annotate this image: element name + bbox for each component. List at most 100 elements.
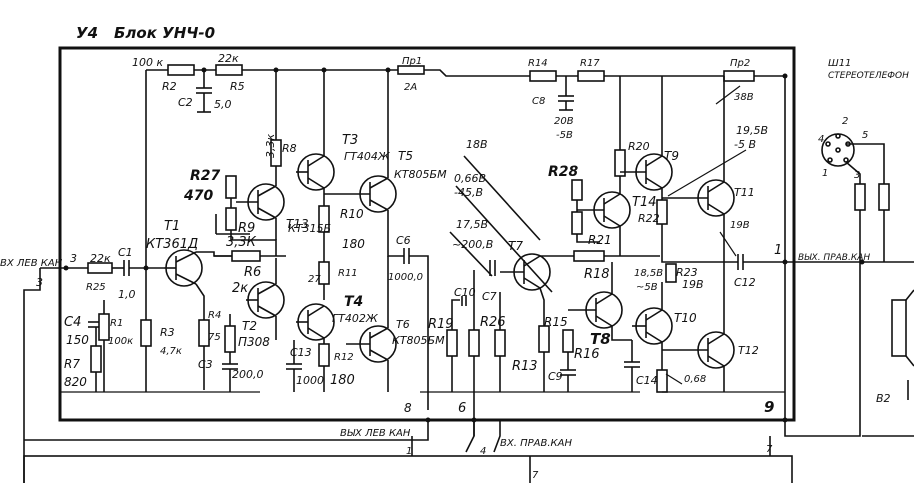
r7-ref: R7 xyxy=(64,357,80,371)
c4-label: C4 xyxy=(64,315,81,330)
external-wiring xyxy=(23,262,861,483)
v-45: -45,В xyxy=(454,186,483,199)
r2-value: 100 к xyxy=(132,56,163,69)
t3-ref: T3 xyxy=(342,133,358,148)
r15-ref: R15 xyxy=(544,315,568,329)
connector-pin-3: 3 xyxy=(854,170,860,181)
c13-ref: C13 xyxy=(290,346,312,359)
r2-ref: R2 xyxy=(162,80,177,93)
capacitor-C2 xyxy=(196,70,212,113)
t10-ref: T10 xyxy=(674,311,697,325)
r8-value: 3,3к xyxy=(264,134,277,158)
t1-emitter-network xyxy=(60,268,260,393)
connector-name: Ш11 xyxy=(828,58,851,69)
r24-value: 0,68 xyxy=(684,374,706,385)
c14-ref: C14 xyxy=(636,374,658,387)
r23-ref: R23 xyxy=(676,266,698,279)
transistor-T3 xyxy=(296,70,335,300)
t5-ref: T5 xyxy=(398,149,413,163)
transistor-T2 xyxy=(246,258,285,340)
resistor-R18 xyxy=(540,250,660,262)
c1-ref: C1 xyxy=(118,246,133,259)
t6-type: КТ805БМ xyxy=(392,334,445,347)
r11-ref: R11 xyxy=(338,268,358,279)
input-network xyxy=(88,300,110,392)
r21-ref: R21 xyxy=(588,233,612,247)
v-175: 17,5В xyxy=(456,218,488,231)
speaker-b2-label: В2 xyxy=(876,392,891,405)
supply-rail xyxy=(145,64,788,420)
fuse2-ref: Пр2 xyxy=(730,58,750,69)
pin-6: 6 xyxy=(458,401,466,416)
transistor-T4 xyxy=(296,303,335,392)
ext-pin-1: 1 xyxy=(406,446,412,457)
unit-label: У4 xyxy=(76,24,98,42)
v-185: 18,5В xyxy=(634,268,663,279)
t2-type: П308 xyxy=(238,335,270,349)
in-right-label: ВХ. ПРАВ.КАН xyxy=(500,438,572,449)
fuse-pr1-body xyxy=(397,65,425,75)
r20-ref: R20 xyxy=(628,140,650,153)
v-18: 18В xyxy=(466,138,488,151)
r25-value: 22к xyxy=(90,252,111,265)
v-5: -5 В xyxy=(734,138,756,151)
r10-ref: R10 xyxy=(340,207,364,221)
t13-type-label: КТ315Б xyxy=(288,222,331,235)
t9-ref: T9 xyxy=(664,149,679,163)
t3-type: ГТ404Ж xyxy=(344,150,391,163)
v-19: 19В xyxy=(730,220,750,231)
transistor-T7 xyxy=(500,253,551,392)
v-200: ~200,В xyxy=(452,238,493,251)
resistor-R14-body xyxy=(529,70,557,82)
v-19b: 19В xyxy=(682,278,704,291)
r8-ref: R8 xyxy=(282,142,297,155)
capacitor-C13 xyxy=(286,340,302,392)
resistor-R5-body xyxy=(215,64,243,76)
c9-ref: C9 xyxy=(548,370,563,383)
t11-ref: T11 xyxy=(734,186,755,199)
t14-stage xyxy=(571,76,631,256)
r4-ref: R4 xyxy=(208,310,221,321)
c1-value: 1,0 xyxy=(118,288,136,301)
c2-value: 5,0 xyxy=(214,98,232,111)
capacitor-C8 xyxy=(558,76,574,111)
r13-ref: R13 xyxy=(512,359,538,374)
r1-value: 100к xyxy=(108,336,133,347)
r7-value: 820 xyxy=(64,375,87,389)
r16-ref: R16 xyxy=(574,347,600,362)
t5-type: КТ805БМ xyxy=(394,168,447,181)
r11-value: 27 xyxy=(308,274,321,285)
connector-pin-1: 1 xyxy=(822,168,828,179)
r4-value: 75 xyxy=(208,332,221,343)
t8-emitter-network xyxy=(420,329,640,393)
fuse-pr2-body xyxy=(723,70,755,82)
connector-pin-5: 5 xyxy=(862,130,868,141)
v-5b: ~5В xyxy=(636,282,658,293)
r27-ref: R27 xyxy=(190,168,221,184)
in-left-label: ВХ ЛЕВ КАН xyxy=(0,258,63,269)
out-right-label: ВЫХ. ПРАВ.КАН xyxy=(798,253,870,263)
in-left-pin: 3 xyxy=(70,252,77,265)
r5-value: 22к xyxy=(218,52,239,65)
transistor-T8 xyxy=(568,262,632,341)
c6-ref: C6 xyxy=(396,234,411,247)
speaker-B2 xyxy=(862,289,914,437)
r25-ref: R25 xyxy=(86,282,106,293)
t1-type: КТ361Д xyxy=(146,237,198,252)
r10-value: 180 xyxy=(342,237,365,251)
transistor-T10 xyxy=(632,282,673,393)
c12-ref: C12 xyxy=(734,276,756,289)
r12-ref: R12 xyxy=(334,352,354,363)
r28-ref: R28 xyxy=(548,164,579,180)
stereo-connector xyxy=(821,133,890,262)
c3-value: 200,0 xyxy=(232,368,264,381)
t4-ref: T4 xyxy=(344,294,363,310)
r6-ref: R6 xyxy=(244,265,261,280)
r22-ref: R22 xyxy=(638,212,660,225)
t14-ref: T14 xyxy=(632,195,656,210)
c3-ref: C3 xyxy=(198,358,213,371)
t1-ref: T1 xyxy=(164,219,180,234)
r5-ref: R5 xyxy=(230,80,245,93)
r12-value: 180 xyxy=(330,373,355,388)
connector-label: СТЕРЕОТЕЛЕФОН xyxy=(828,71,909,81)
